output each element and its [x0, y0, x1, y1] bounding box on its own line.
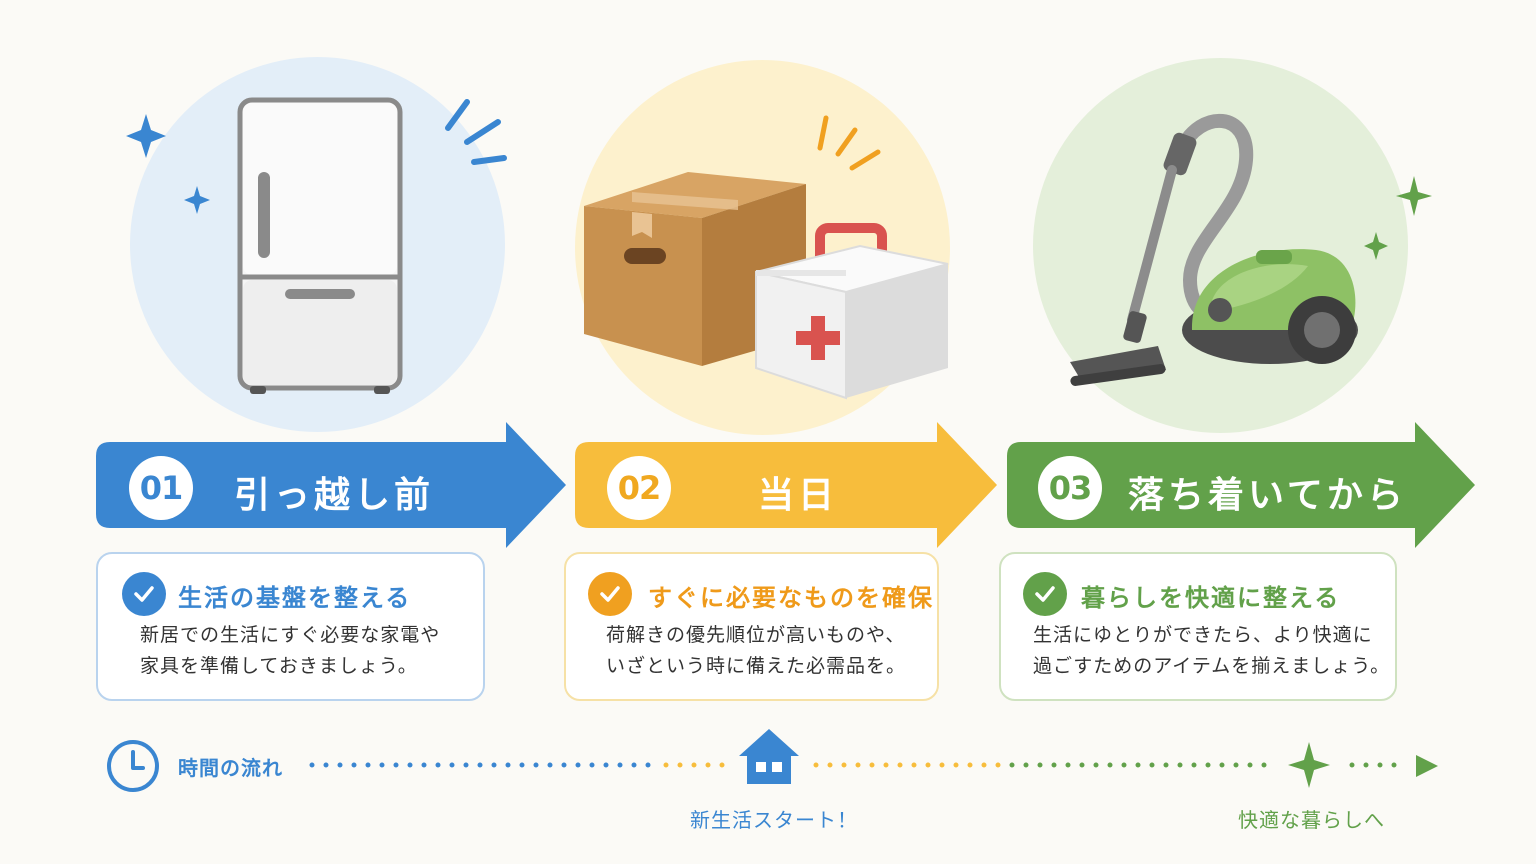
timeline-dotted-line — [309, 762, 1403, 768]
step1-arrow — [96, 422, 566, 548]
step2-card: すぐに必要なものを確保 荷解きの優先順位が高いものや、 いざという時に備えた必需… — [564, 552, 939, 701]
step3-arrow — [1007, 422, 1475, 548]
step2-card-title: すぐに必要なものを確保 — [648, 584, 934, 612]
timeline-label: 時間の流れ — [178, 756, 283, 780]
box-and-first-aid-kit-icon — [584, 115, 949, 400]
step1-number-badge: 01 — [129, 456, 193, 520]
milestone-end-label: 快適な暮らしへ — [1238, 808, 1385, 832]
step1-card-title: 生活の基盤を整える — [178, 584, 412, 612]
check-icon — [1023, 572, 1067, 616]
check-icon — [588, 572, 632, 616]
step3-card: 暮らしを快適に整える 生活にゆとりができたら、より快適に 過ごすためのアイテムを… — [999, 552, 1397, 701]
arrow-head-icon — [1416, 755, 1438, 777]
step2-arrow — [575, 422, 997, 548]
vacuum-cleaner-icon — [1070, 114, 1432, 386]
step1-card: 生活の基盤を整える 新居での生活にすぐ必要な家電や 家具を準備しておきましょう。 — [96, 552, 485, 701]
step3-number-badge: 03 — [1038, 456, 1102, 520]
step3-title: 落ち着いてから — [1128, 475, 1407, 516]
house-icon — [739, 729, 799, 784]
step3-card-description: 生活にゆとりができたら、より快適に 過ごすためのアイテムを揃えましょう。 — [1033, 624, 1391, 677]
milestone-start-label: 新生活スタート！ — [690, 808, 858, 832]
step2-title: 当日 — [758, 475, 839, 516]
step3-card-title: 暮らしを快適に整える — [1081, 584, 1341, 612]
clock-icon — [107, 740, 159, 792]
step1-card-description: 新居での生活にすぐ必要な家電や 家具を準備しておきましょう。 — [140, 624, 441, 677]
step2-number-badge: 02 — [607, 456, 671, 520]
step2-card-description: 荷解きの優先順位が高いものや、 いざという時に備えた必需品を。 — [606, 624, 907, 677]
check-icon — [122, 572, 166, 616]
step1-title: 引っ越し前 — [234, 475, 435, 516]
sparkle-icon — [1288, 742, 1330, 788]
refrigerator-icon — [126, 97, 507, 394]
